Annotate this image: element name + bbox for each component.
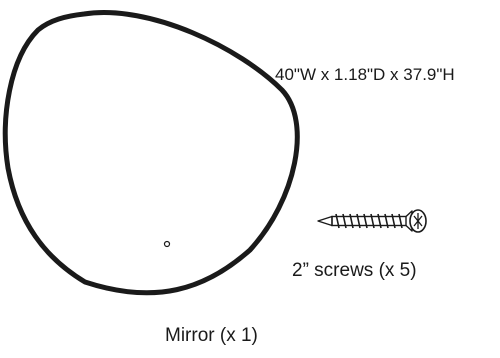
mirror-dimensions: 40"W x 1.18"D x 37.9"H [275,65,455,84]
mirror-hole-icon [163,240,171,248]
mirror-outline-icon [2,10,300,296]
screws-label: 2” screws (x 5) [292,260,417,281]
mirror-label: Mirror (x 1) [165,325,258,346]
screw-icon [317,209,427,233]
